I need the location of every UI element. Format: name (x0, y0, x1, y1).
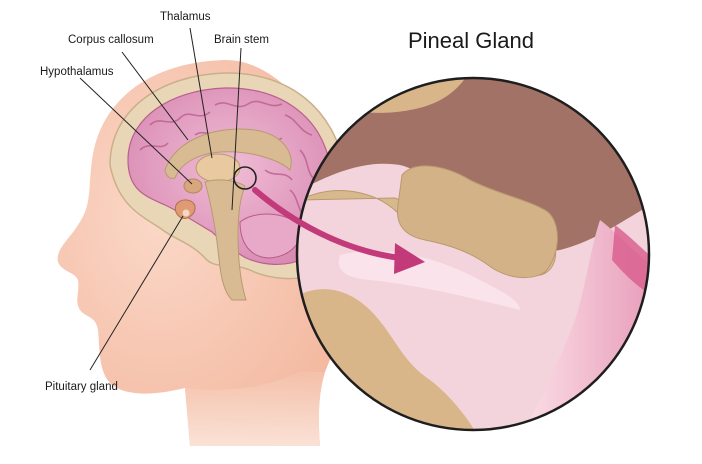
magnified-view (295, 76, 651, 432)
leader-hypothalamus (79, 77, 193, 185)
leader-brain-stem (231, 47, 242, 211)
diagram-title: Pineal Gland (408, 28, 534, 53)
label-hypothalamus: Hypothalamus (40, 66, 114, 78)
leader-corpus-callosum (121, 51, 189, 141)
leader-thalamus (189, 27, 213, 159)
label-brain-stem: Brain stem (214, 34, 269, 46)
label-thalamus: Thalamus (160, 11, 211, 23)
zoom-arrow (252, 187, 425, 274)
brain (127, 87, 333, 301)
label-pituitary-gland: Pituitary gland (45, 381, 118, 393)
label-corpus-callosum: Corpus callosum (68, 34, 154, 46)
leader-pituitary (89, 215, 184, 371)
leader-lines (79, 27, 242, 371)
